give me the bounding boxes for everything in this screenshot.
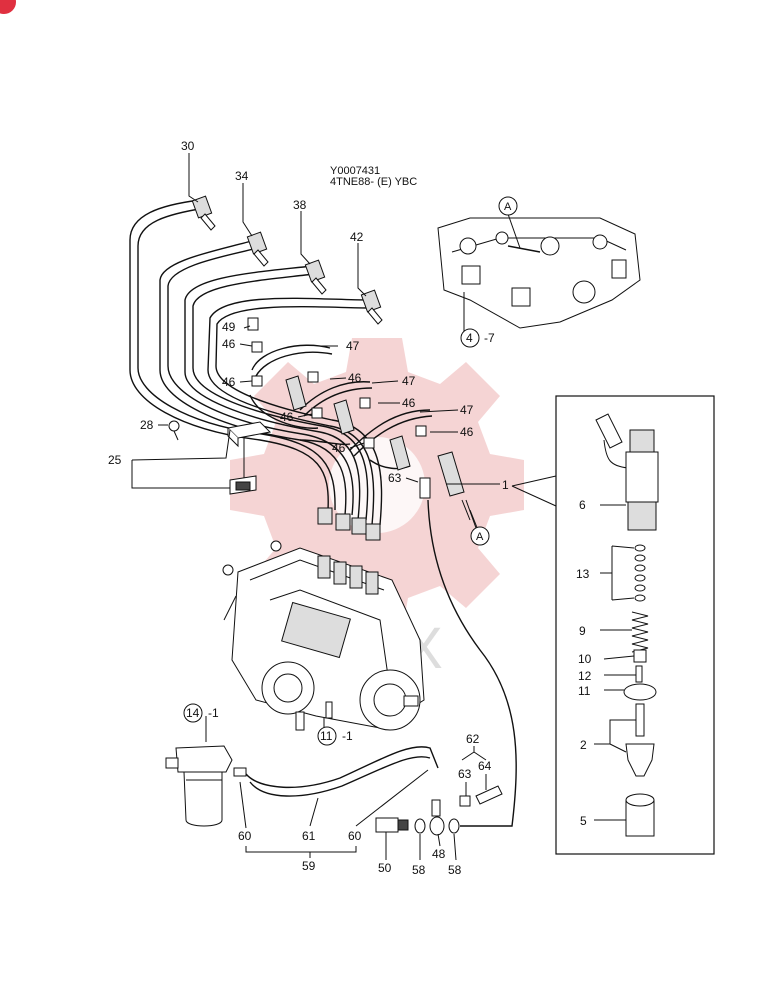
- callout-58-b: 58: [448, 863, 462, 877]
- callout-58-a: 58: [412, 863, 426, 877]
- callout-60-a: 60: [238, 829, 252, 843]
- callout-47-a: 47: [346, 339, 360, 353]
- callout-42: 42: [350, 230, 364, 244]
- callout-38: 38: [293, 198, 307, 212]
- fuel-hose-upper: [245, 746, 439, 789]
- return-hose: [427, 499, 517, 827]
- callout-47-b: 47: [402, 374, 416, 388]
- callout-62: 62: [466, 732, 480, 746]
- leak-off-pipes: [247, 317, 433, 470]
- injection-pipes: [129, 199, 383, 526]
- pipe-lower-nuts: [317, 507, 381, 541]
- callout-6: 6: [579, 498, 586, 512]
- callout-61: 61: [302, 829, 316, 843]
- fuel-filter: [165, 745, 247, 827]
- callout-46-b: 46: [222, 375, 236, 389]
- model-code: 4TNE88- (E) YBC: [330, 176, 417, 188]
- cylinder-head-inset: [437, 213, 641, 329]
- callout-64: 64: [478, 759, 492, 773]
- callout-11-suffix: -1: [342, 729, 353, 743]
- callout-46-c: 46: [348, 371, 362, 385]
- callout-14: 14: [186, 706, 200, 720]
- callout-11-right: 11: [578, 684, 591, 698]
- callout-labels: 30 34 38 42 49 46 47 46 46 47 46 46 47 4…: [108, 139, 592, 877]
- callout-47-c: 47: [460, 403, 474, 417]
- callout-48: 48: [432, 847, 446, 861]
- callout-11: 11: [320, 729, 333, 743]
- callout-4: 4: [466, 331, 473, 345]
- callout-46-g: 46: [332, 441, 346, 455]
- callout-60-b: 60: [348, 829, 362, 843]
- callout-5: 5: [580, 814, 587, 828]
- callout-46-d: 46: [280, 410, 294, 424]
- callout-10: 10: [578, 652, 592, 666]
- corner-badge: [0, 0, 16, 14]
- leader-lines: [131, 153, 636, 861]
- callout-12: 12: [578, 669, 592, 683]
- callout-34: 34: [235, 169, 249, 183]
- pipe-end-nuts: [191, 195, 383, 325]
- reference-code: Y0007431: [330, 165, 380, 177]
- callout-4-suffix: -7: [484, 331, 495, 345]
- callout-1: 1: [502, 478, 509, 492]
- callout-28: 28: [140, 418, 154, 432]
- callout-a-top: A: [504, 201, 512, 213]
- circled-callouts: [183, 196, 518, 746]
- callout-59: 59: [302, 859, 316, 873]
- callout-46-e: 46: [402, 396, 416, 410]
- fuel-hose-lower: [249, 756, 431, 797]
- callout-13: 13: [576, 567, 590, 581]
- callout-46-a: 46: [222, 337, 236, 351]
- injector-detail-panel: [511, 395, 715, 855]
- callout-50: 50: [378, 861, 392, 875]
- pipe-clamp: [168, 420, 272, 495]
- banjo-fittings: [375, 785, 503, 836]
- callout-63-b: 63: [458, 767, 472, 781]
- callout-49: 49: [222, 320, 236, 334]
- callout-14-suffix: -1: [208, 706, 219, 720]
- callout-30: 30: [181, 139, 195, 153]
- callout-a-bottom: A: [476, 531, 484, 543]
- callout-25: 25: [108, 453, 122, 467]
- injection-pump: [222, 540, 425, 731]
- callout-9: 9: [579, 624, 586, 638]
- callout-46-f: 46: [460, 425, 474, 439]
- small-injectors: [285, 375, 479, 531]
- callout-63-a: 63: [388, 471, 402, 485]
- callout-2: 2: [580, 738, 587, 752]
